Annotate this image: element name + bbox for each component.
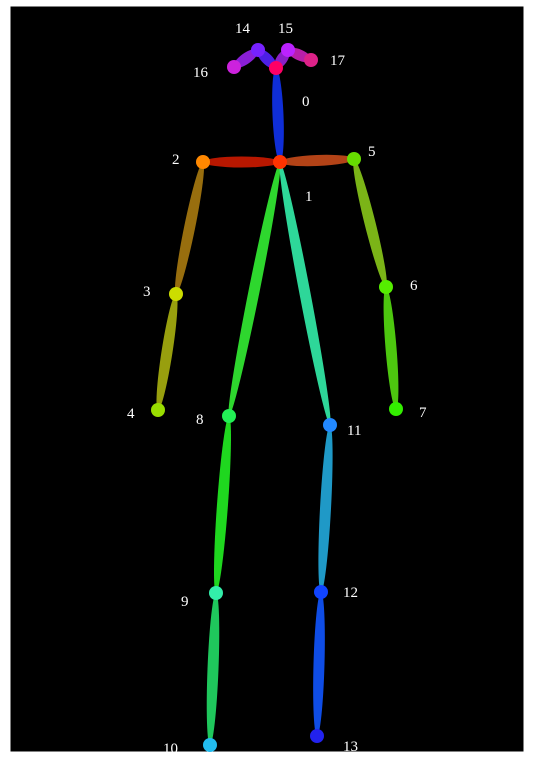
limb-1-2: [203, 157, 280, 168]
keypoint-label-17: 17: [330, 53, 346, 69]
keypoint-label-11: 11: [347, 423, 361, 439]
keypoint-label-14: 14: [235, 21, 251, 37]
keypoint-12: [314, 585, 328, 599]
keypoint-label-6: 6: [410, 278, 418, 294]
keypoint-label-7: 7: [419, 405, 427, 421]
keypoint-5: [347, 152, 361, 166]
keypoint-label-4: 4: [127, 406, 135, 422]
keypoint-label-2: 2: [172, 152, 180, 168]
keypoint-14: [251, 43, 265, 57]
keypoint-7: [389, 402, 403, 416]
keypoint-11: [323, 418, 337, 432]
black-background: [10, 6, 524, 752]
keypoint-15: [281, 43, 295, 57]
keypoint-label-3: 3: [143, 284, 151, 300]
keypoint-label-13: 13: [343, 739, 358, 755]
keypoint-0: [269, 61, 283, 75]
keypoint-13: [310, 729, 324, 743]
keypoint-label-10: 10: [163, 741, 178, 757]
keypoint-10: [203, 738, 217, 752]
keypoint-3: [169, 287, 183, 301]
keypoint-label-1: 1: [305, 189, 313, 205]
keypoint-2: [196, 155, 210, 169]
keypoint-6: [379, 280, 393, 294]
keypoint-9: [209, 586, 223, 600]
keypoint-label-9: 9: [181, 594, 189, 610]
keypoint-label-16: 16: [193, 65, 209, 81]
keypoint-label-5: 5: [368, 144, 376, 160]
keypoint-8: [222, 409, 236, 423]
keypoint-1: [273, 155, 287, 169]
keypoint-label-15: 15: [278, 21, 293, 37]
keypoint-16: [227, 60, 241, 74]
keypoint-label-0: 0: [302, 94, 310, 110]
keypoint-4: [151, 403, 165, 417]
keypoint-17: [304, 53, 318, 67]
keypoint-label-8: 8: [196, 412, 204, 428]
keypoint-label-12: 12: [343, 585, 358, 601]
